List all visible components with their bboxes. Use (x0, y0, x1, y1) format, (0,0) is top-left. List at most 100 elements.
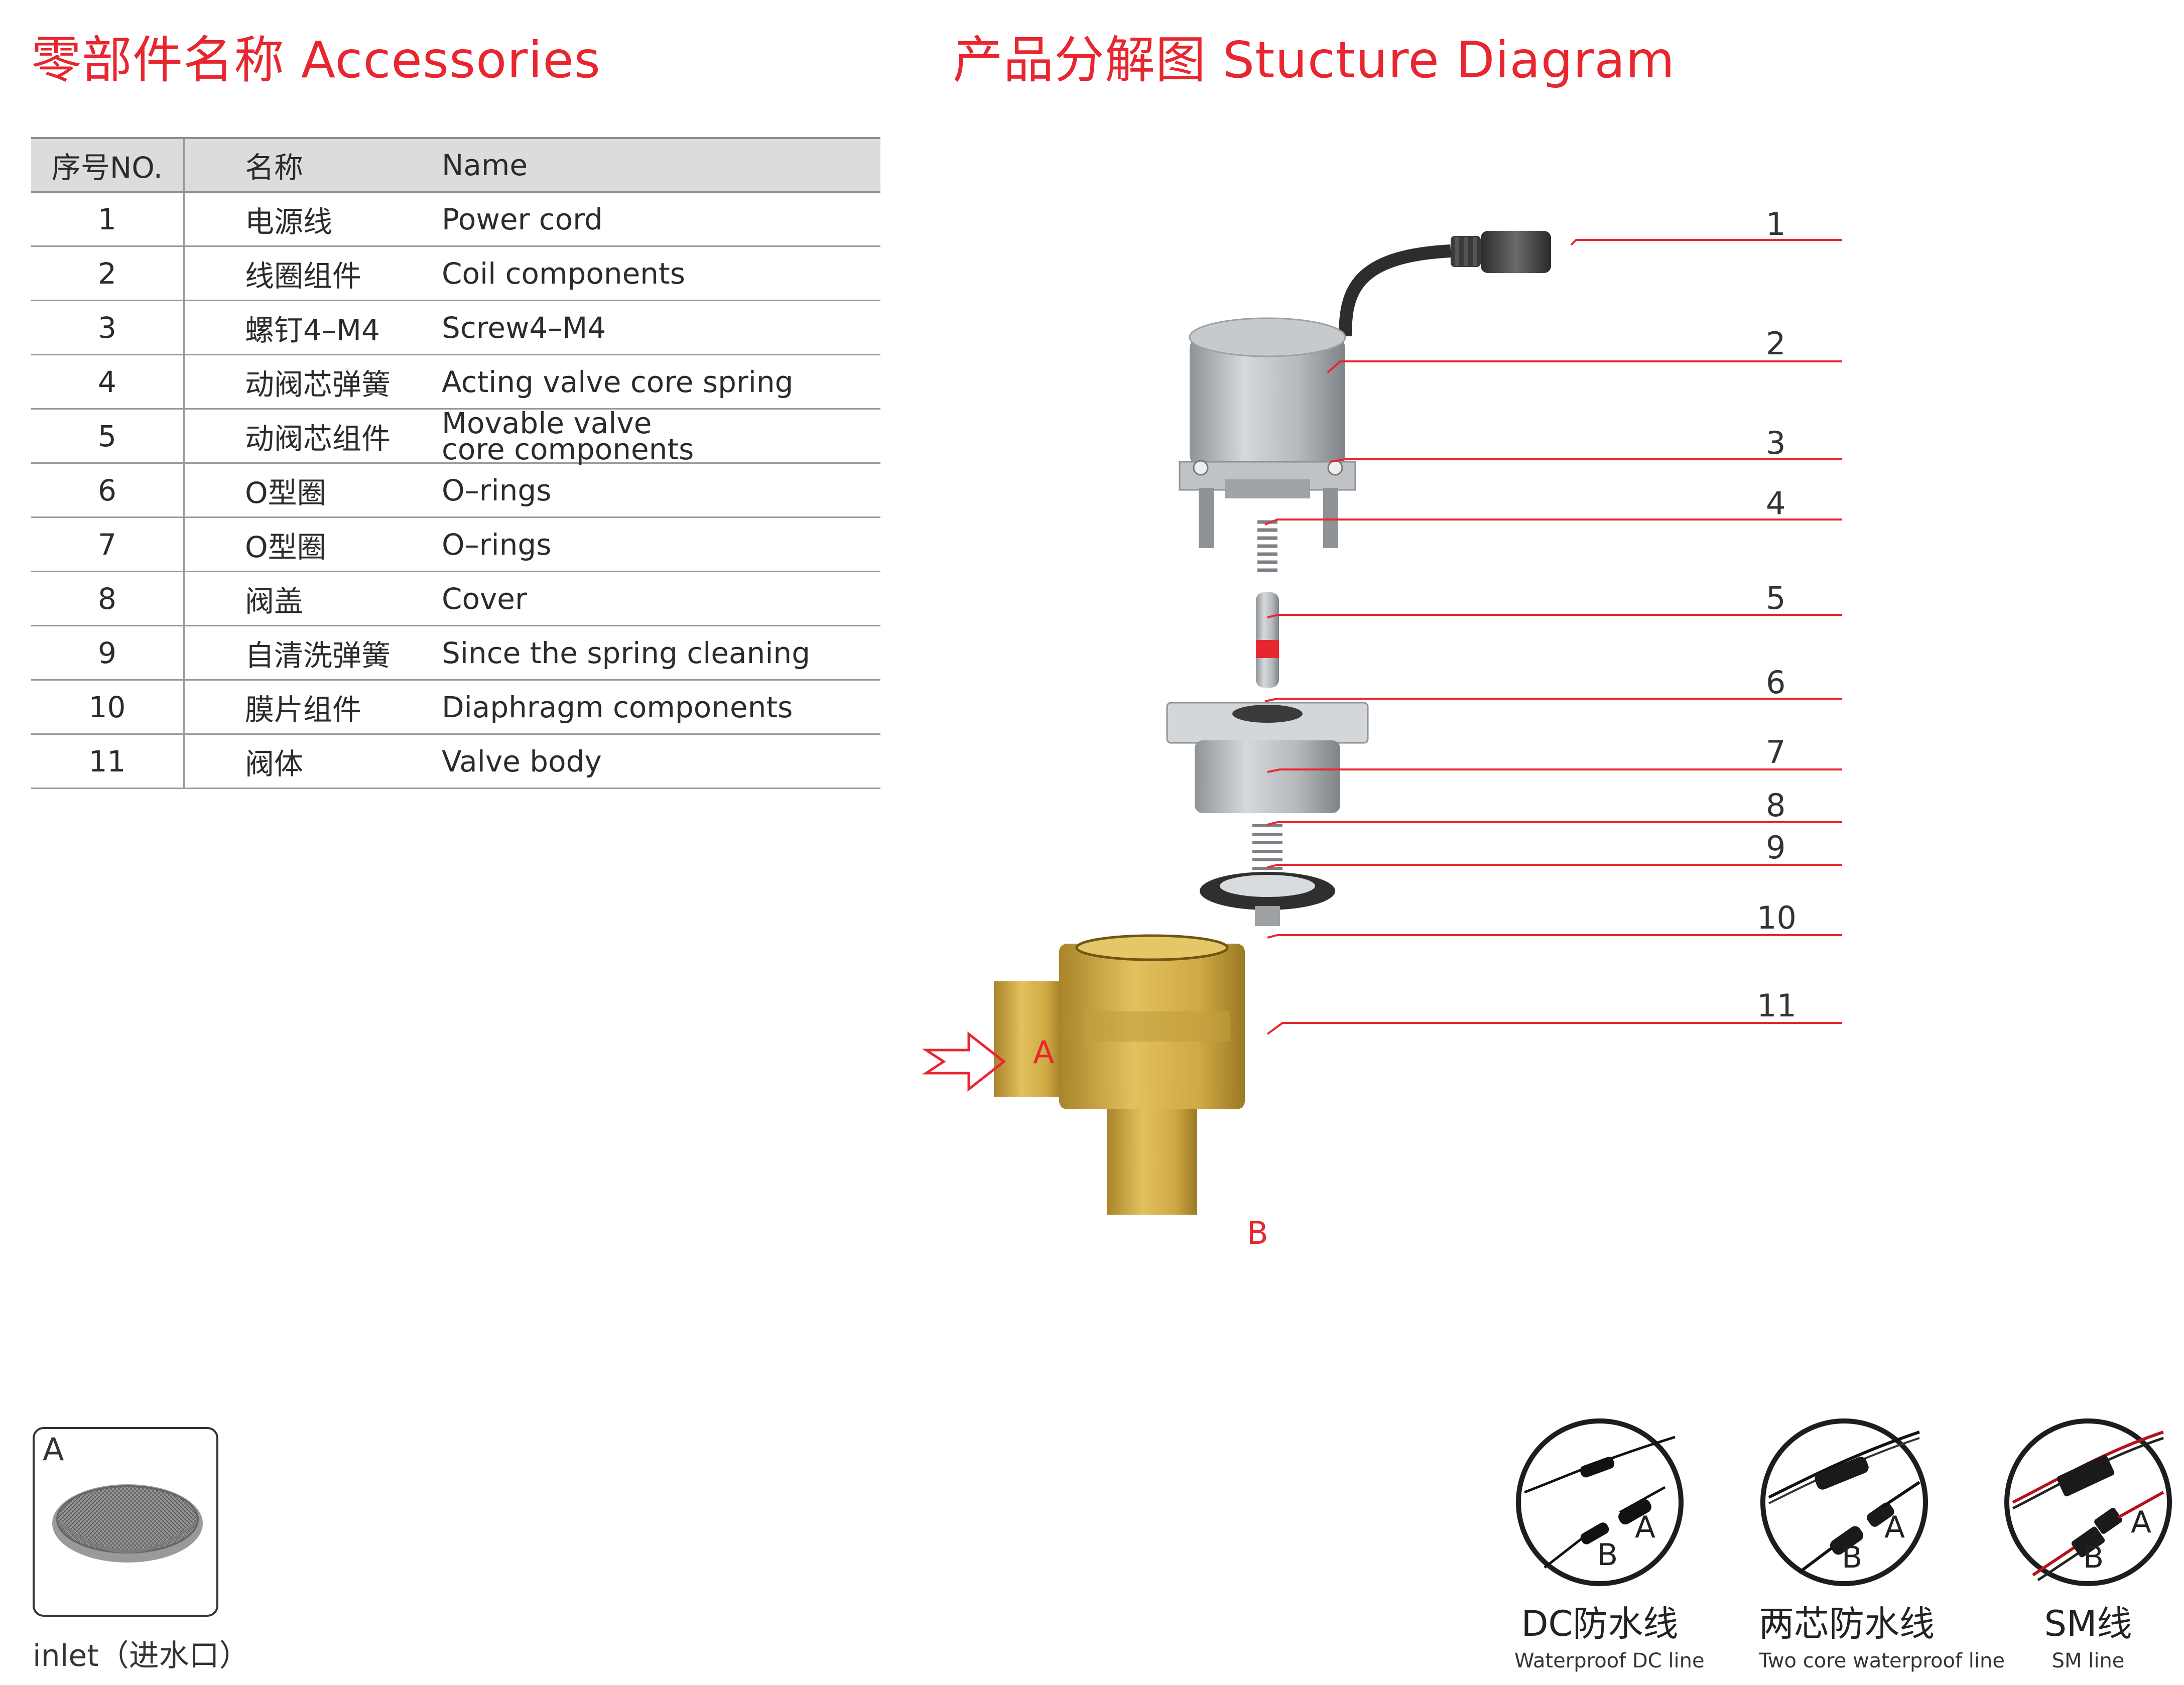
row-no: 1 (31, 192, 185, 247)
row-no: 7 (31, 517, 185, 572)
connector-dc-cn: DC防水线 (1521, 1603, 1679, 1644)
callout-8: 8 (1766, 787, 1786, 824)
callout-5: 5 (1766, 580, 1786, 616)
row-no: 11 (31, 734, 185, 789)
inlet-arrow (922, 1031, 1006, 1092)
sm-a-label: A (2131, 1505, 2151, 1540)
row-en: Coil components (442, 246, 880, 301)
table-header-row: 序号NO. 名称 Name (31, 137, 880, 193)
connector-two-core-en: Two core waterproof line (1759, 1649, 2005, 1672)
row-en: Screw4–M4 (442, 300, 880, 355)
row-cn: 螺钉4–M4 (184, 300, 442, 355)
header-cn: 名称 (184, 137, 442, 193)
callout-10: 10 (1757, 899, 1796, 936)
movable-valve-core (1256, 592, 1279, 688)
callout-9: 9 (1766, 829, 1786, 866)
connector-dc: A B DC防水线 Waterproof DC line (1514, 1417, 1705, 1672)
sm-b-label: B (2083, 1540, 2104, 1575)
row-cn: 阀体 (184, 734, 442, 789)
row-no: 2 (31, 246, 185, 301)
connector-dc-en: Waterproof DC line (1514, 1649, 1705, 1672)
filter-screen-icon (52, 1484, 203, 1563)
callout-leaders (1264, 239, 1842, 1035)
row-no: 10 (31, 680, 185, 735)
power-cord (1339, 231, 1551, 337)
connector-sm-cn: SM线 (2044, 1603, 2132, 1644)
dc-a-label: A (1635, 1510, 1655, 1545)
row-cn: 电源线 (184, 192, 442, 247)
diaphragm (1200, 872, 1335, 926)
row-no: 3 (31, 300, 185, 355)
row-no: 5 (31, 409, 185, 464)
outlet-label: B (1247, 1215, 1268, 1251)
exploded-valve-illustration (922, 231, 1842, 1215)
connector-two-core-cn: 两芯防水线 (1759, 1603, 1935, 1644)
self-cleaning-spring (1252, 824, 1282, 870)
header-no: 序号NO. (31, 137, 185, 193)
two-core-a-label: A (1884, 1510, 1905, 1545)
row-no: 4 (31, 354, 185, 410)
dc-connector-icon: A B (1516, 1418, 1684, 1586)
header-en: Name (442, 137, 880, 193)
row-no: 6 (31, 463, 185, 518)
dc-b-label: B (1597, 1537, 1618, 1573)
accessories-title: 零部件名称 Accessories (31, 31, 601, 89)
row-cn: 膜片组件 (184, 680, 442, 735)
row-cn: 动阀芯弹簧 (184, 354, 442, 410)
row-no: 8 (31, 571, 185, 626)
connector-sm-en: SM line (2051, 1649, 2125, 1672)
connector-two-core: A B 两芯防水线 Two core waterproof line (1759, 1417, 2005, 1672)
row-en: O–rings (442, 517, 880, 572)
inlet-label: A (1033, 1034, 1055, 1071)
row-en: Movable valve core components (442, 409, 880, 464)
acting-valve-core-spring (1257, 520, 1277, 572)
row-en: Acting valve core spring (442, 354, 880, 410)
inlet-caption: inlet（进水口） (33, 1638, 249, 1673)
callout-6: 6 (1766, 664, 1786, 701)
callout-3: 3 (1766, 425, 1786, 461)
row-en: Since the spring cleaning (442, 625, 880, 681)
inlet-box-letter: A (43, 1431, 64, 1468)
row-cn: O型圈 (184, 463, 442, 518)
row-no: 9 (31, 625, 185, 681)
diagram-title: 产品分解图 Stucture Diagram (953, 31, 1675, 89)
row-en: Valve body (442, 734, 880, 789)
callout-11: 11 (1757, 987, 1796, 1024)
row-en: Diaphragm components (442, 680, 880, 735)
two-core-connector-icon: A B (1760, 1418, 1928, 1586)
callout-1: 1 (1766, 206, 1786, 242)
row-en: Power cord (442, 192, 880, 247)
row-en: O–rings (442, 463, 880, 518)
screw (1327, 460, 1343, 476)
row-cn: 动阀芯组件 (184, 409, 442, 464)
connector-sm: A B SM线 SM line (2003, 1417, 2173, 1672)
row-cn: O型圈 (184, 517, 442, 572)
sm-connector-icon: A B (2004, 1418, 2172, 1586)
two-core-b-label: B (1842, 1540, 1862, 1575)
valve-body (994, 934, 1245, 1215)
valve-cover (1166, 702, 1369, 813)
inlet-filter-box: A (33, 1427, 218, 1617)
row-cn: 自清洗弹簧 (184, 625, 442, 681)
callout-2: 2 (1766, 325, 1786, 362)
screw (1193, 460, 1209, 476)
row-en: Cover (442, 571, 880, 626)
coil-components (1179, 317, 1356, 548)
row-cn: 线圈组件 (184, 246, 442, 301)
callout-7: 7 (1766, 734, 1786, 770)
callout-4: 4 (1766, 485, 1786, 522)
structure-diagram: 1 2 3 4 5 6 7 8 9 10 11 A B (904, 191, 2184, 1270)
row-cn: 阀盖 (184, 571, 442, 626)
